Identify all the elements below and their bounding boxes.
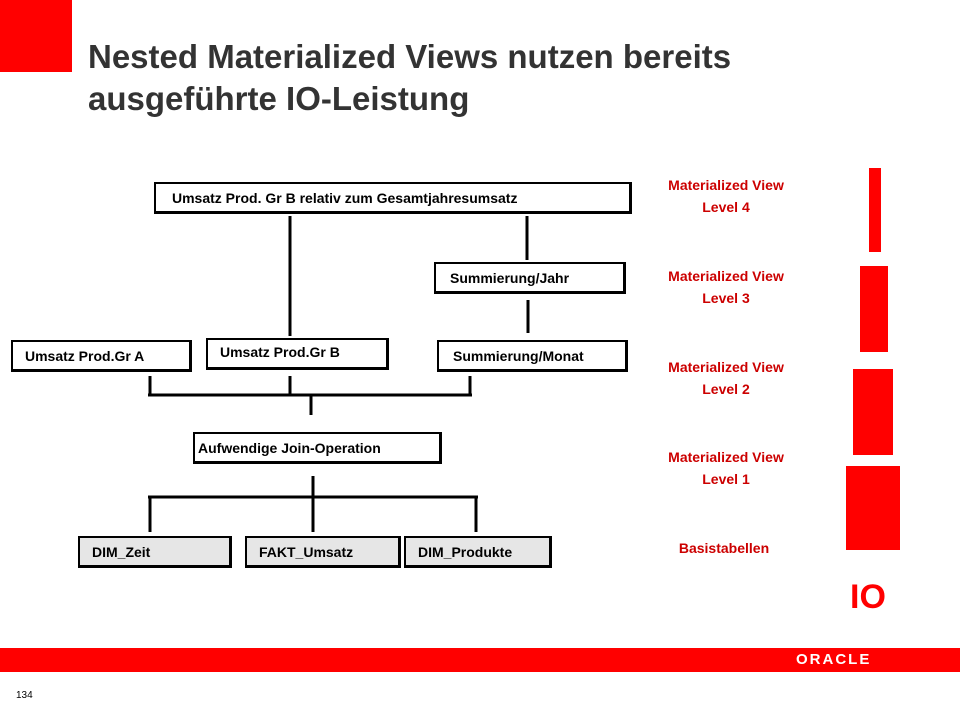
level-4-line-2: Level 4 xyxy=(702,199,750,215)
umsatz-gr-a-label: Umsatz Prod.Gr A xyxy=(25,347,145,364)
umsatz-gr-b-label: Umsatz Prod.Gr B xyxy=(220,344,340,360)
level-1-line-1: Materialized View xyxy=(668,449,784,465)
dim-zeit-label: DIM_Zeit xyxy=(92,543,151,560)
dim-produkte-label: DIM_Produkte xyxy=(418,543,513,560)
io-bar-level-1 xyxy=(846,466,900,550)
level-1-line-2: Level 1 xyxy=(702,471,750,487)
io-label: IO xyxy=(850,578,886,616)
io-bar-level-3 xyxy=(860,266,888,352)
join-operation-label: Aufwendige Join-Operation xyxy=(198,439,381,456)
io-bar-level-4 xyxy=(869,168,881,252)
footer-band xyxy=(0,648,960,672)
oracle-logo: ORACLE xyxy=(796,651,872,668)
level-4-line-1: Materialized View xyxy=(668,177,784,193)
fakt-umsatz-label: FAKT_Umsatz xyxy=(259,543,354,560)
level-2-line-2: Level 2 xyxy=(702,381,750,397)
level-1-label: Materialized View Level 1 xyxy=(626,446,826,490)
io-bar-level-2 xyxy=(853,369,893,455)
basistabellen-label: Basistabellen xyxy=(624,537,824,559)
dim-produkte-box: DIM_Produkte xyxy=(404,536,552,568)
basistabellen-line-1: Basistabellen xyxy=(678,540,770,556)
level-2-line-1: Materialized View xyxy=(668,359,784,375)
summierung-monat-box: Summierung/Monat xyxy=(437,340,628,372)
slide-title-line-1: Nested Materialized Views nutzen bereits xyxy=(88,38,732,75)
slide-title: Nested Materialized Views nutzen bereits… xyxy=(88,36,928,120)
fakt-umsatz-box: FAKT_Umsatz xyxy=(245,536,401,568)
summierung-jahr-box: Summierung/Jahr xyxy=(434,262,626,294)
summierung-monat-label: Summierung/Monat xyxy=(453,347,584,364)
level-4-label: Materialized View Level 4 xyxy=(626,174,826,218)
level-2-label: Materialized View Level 2 xyxy=(626,356,826,400)
dim-zeit-box: DIM_Zeit xyxy=(78,536,232,568)
page-number: 134 xyxy=(16,690,33,701)
umsatz-gr-a-box: Umsatz Prod.Gr A xyxy=(11,340,192,372)
umsatz-gr-b-box: Umsatz Prod.Gr B xyxy=(206,338,389,370)
join-operation-box: Aufwendige Join-Operation xyxy=(193,432,442,464)
mv-level4-label: Umsatz Prod. Gr B relativ zum Gesamtjahr… xyxy=(172,189,518,206)
red-corner-block xyxy=(0,0,72,72)
level-3-line-2: Level 3 xyxy=(702,290,750,306)
summierung-jahr-label: Summierung/Jahr xyxy=(450,269,570,286)
level-3-label: Materialized View Level 3 xyxy=(626,265,826,309)
mv-level4-box: Umsatz Prod. Gr B relativ zum Gesamtjahr… xyxy=(154,182,632,214)
level-3-line-1: Materialized View xyxy=(668,268,784,284)
slide-title-line-2: ausgeführte IO-Leistung xyxy=(88,80,470,117)
